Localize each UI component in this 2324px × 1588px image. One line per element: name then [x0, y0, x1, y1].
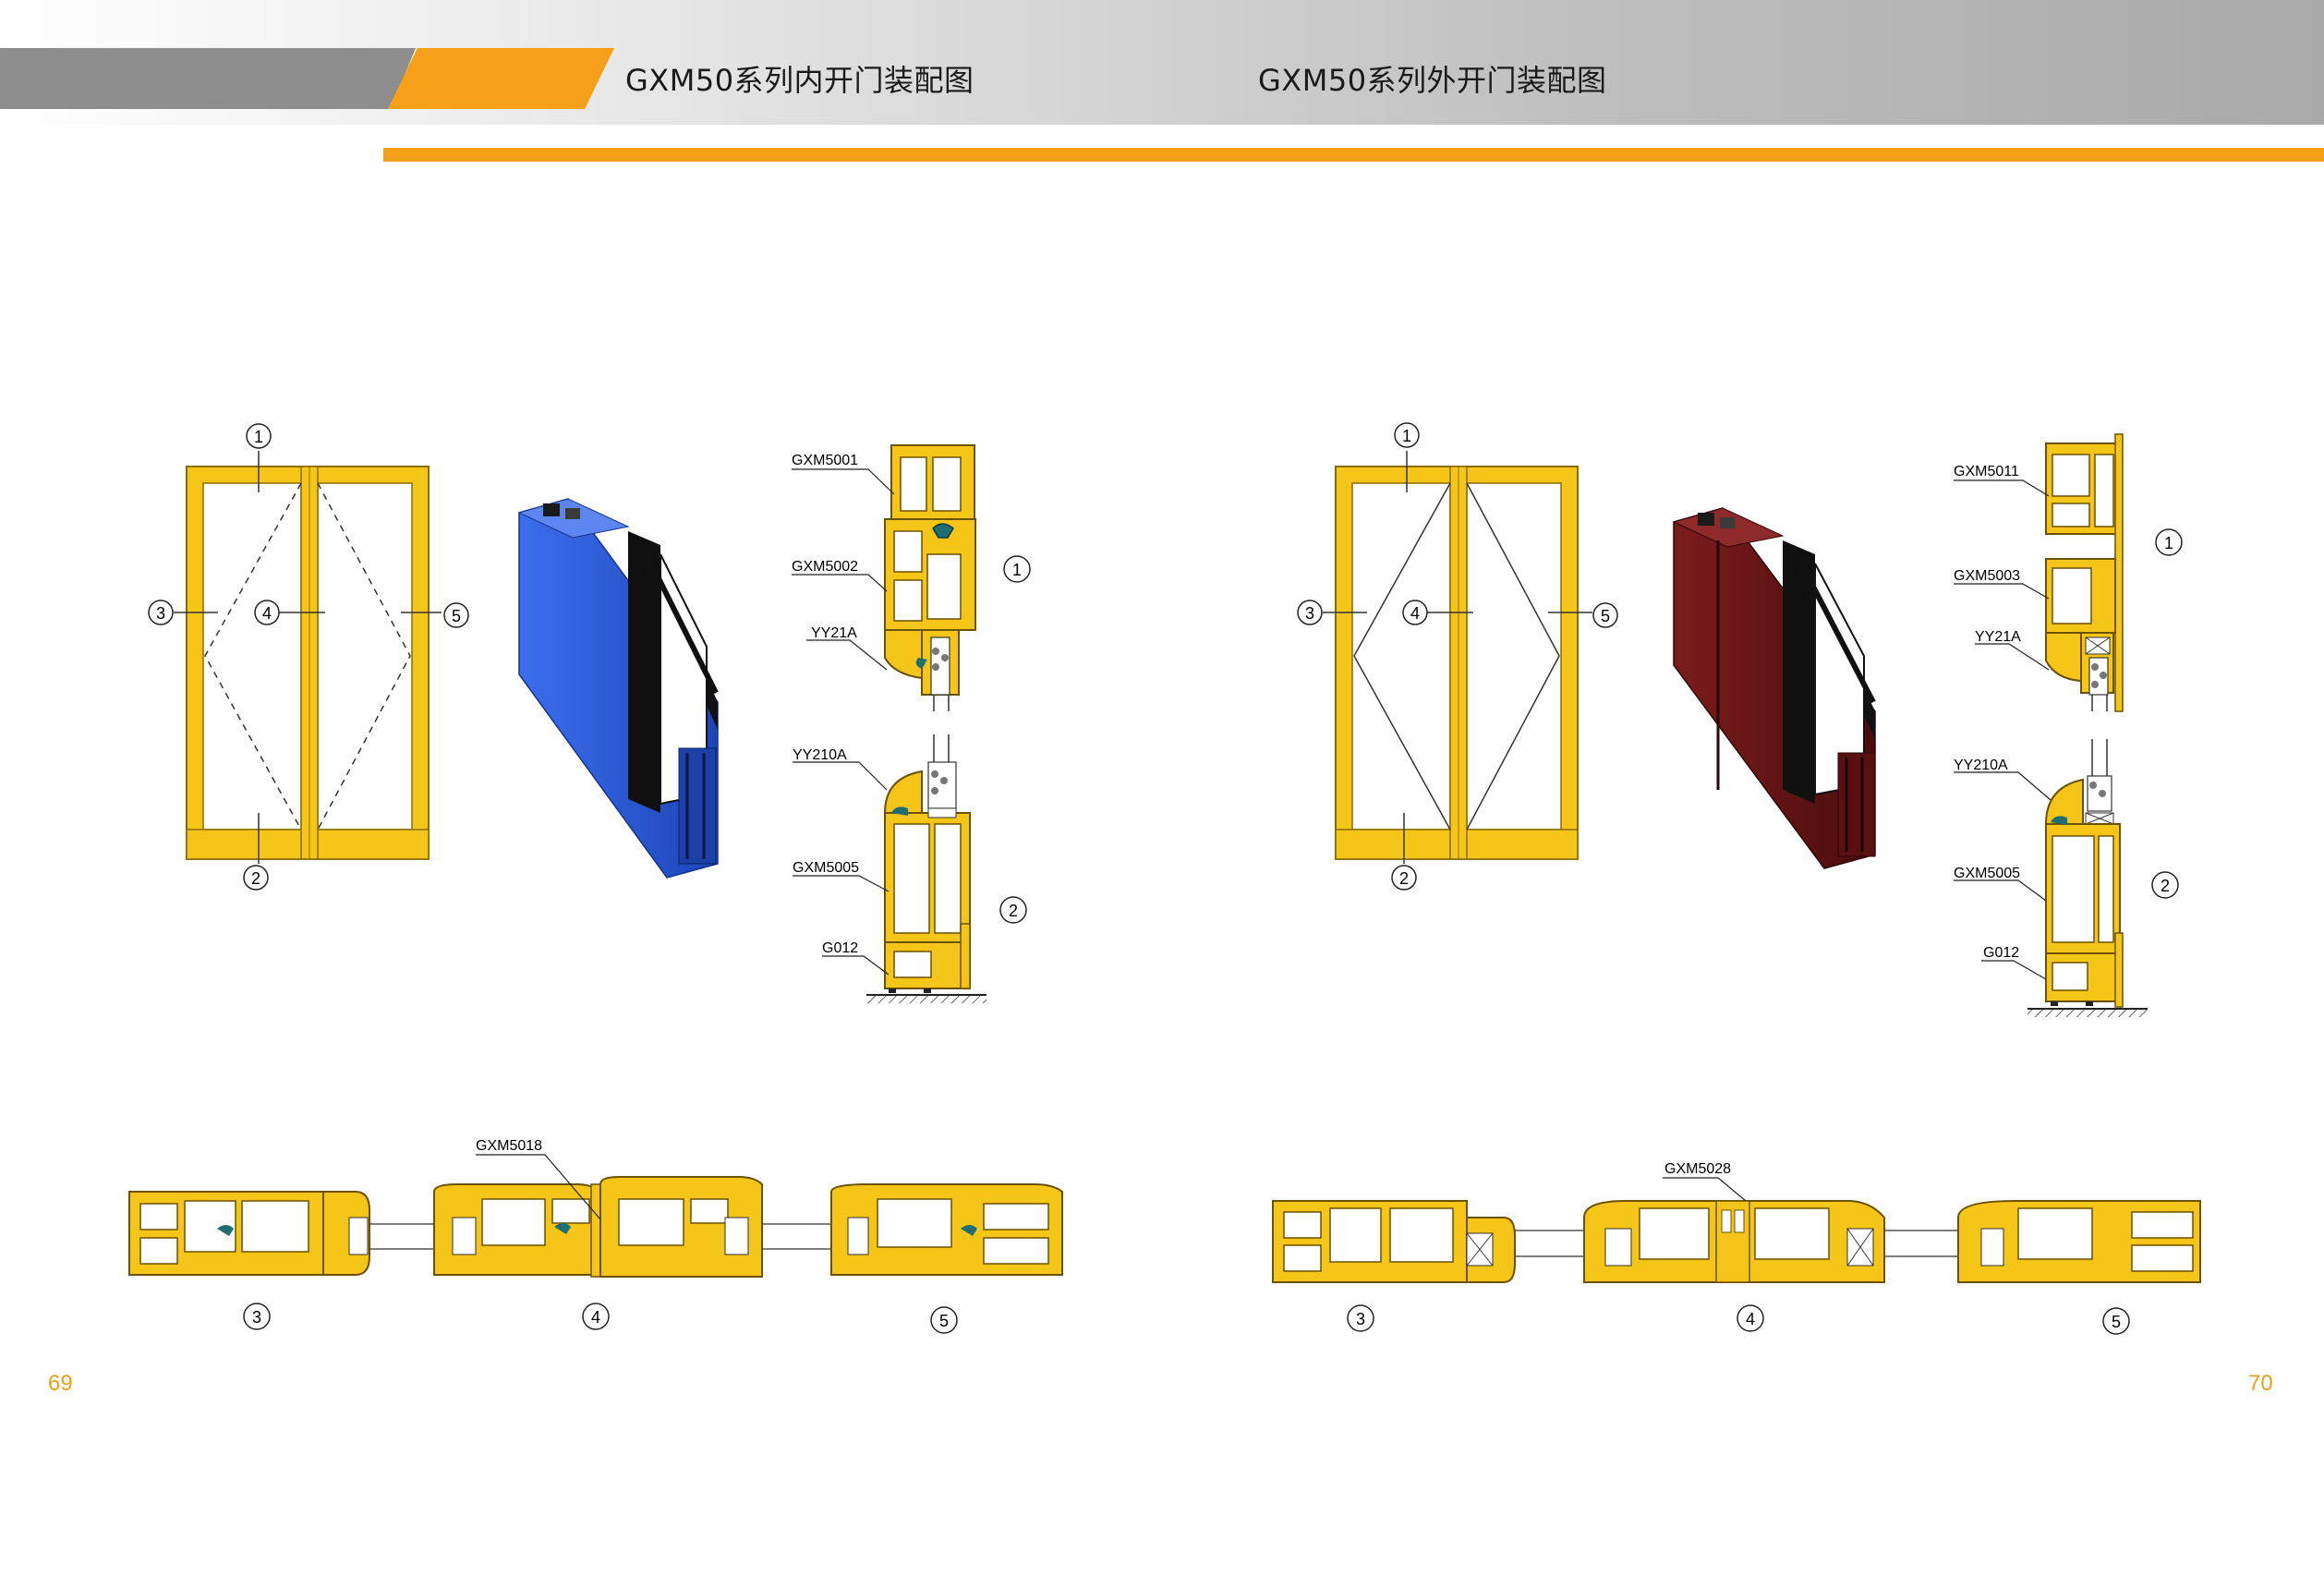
- label-yy21a-left: YY21A: [811, 625, 857, 641]
- svg-text:2: 2: [1009, 902, 1018, 920]
- label-gxm5018: GXM5018: [476, 1138, 542, 1154]
- right-elevation-callout-5: 5: [1592, 602, 1618, 628]
- right-horizontal-callout-4: 4: [1737, 1304, 1764, 1332]
- left-elevation-callout-2: 2: [243, 865, 269, 891]
- label-yy210a-right: YY210A: [1954, 758, 2008, 773]
- right-door-elevation: [1323, 451, 1592, 864]
- svg-text:3: 3: [252, 1308, 261, 1327]
- label-g012-left: G012: [822, 940, 858, 956]
- svg-text:5: 5: [939, 1312, 949, 1330]
- right-horizontal-callout-5: 5: [2102, 1307, 2130, 1335]
- svg-text:3: 3: [1356, 1310, 1365, 1328]
- right-elevation-callout-3: 3: [1297, 600, 1323, 625]
- right-profile-3d-render: [1672, 507, 1876, 869]
- header-orange-rule: [383, 148, 2324, 162]
- label-gxm5005-right: GXM5005: [1954, 866, 2020, 881]
- left-horizontal-section: [128, 1176, 1063, 1278]
- left-door-elevation: [174, 451, 442, 864]
- svg-text:2: 2: [251, 869, 260, 888]
- page-number-left: 69: [48, 1371, 73, 1396]
- svg-text:3: 3: [156, 604, 165, 623]
- label-gxm5028: GXM5028: [1664, 1161, 1731, 1177]
- svg-text:1: 1: [254, 428, 263, 446]
- label-yy210a-left: YY210A: [793, 747, 847, 763]
- label-yy21a-right: YY21A: [1975, 629, 2021, 645]
- label-gxm5005-left: GXM5005: [793, 860, 859, 876]
- left-elevation-callout-1: 1: [246, 423, 272, 449]
- svg-text:4: 4: [262, 604, 272, 623]
- right-section-callout-2: 2: [2151, 871, 2179, 899]
- label-gxm5002: GXM5002: [792, 559, 858, 575]
- right-horizontal-section: [1272, 1200, 2201, 1283]
- page-title-left: GXM50系列内开门装配图: [625, 63, 974, 98]
- svg-text:5: 5: [452, 607, 461, 625]
- label-gxm5011: GXM5011: [1954, 464, 2019, 479]
- header-orange-tab: [388, 48, 614, 109]
- left-section-leader-lines: [792, 468, 895, 976]
- left-section-callout-2: 2: [999, 896, 1027, 924]
- svg-text:5: 5: [2112, 1313, 2121, 1331]
- svg-text:2: 2: [2161, 877, 2170, 895]
- leader-gxm5028: [1663, 1177, 1747, 1202]
- svg-text:4: 4: [1746, 1310, 1755, 1328]
- right-section-callout-1: 1: [2155, 528, 2183, 556]
- left-vertical-section-bottom: [866, 734, 986, 1003]
- left-section-callout-1: 1: [1003, 555, 1031, 583]
- left-elevation-callout-5: 5: [443, 602, 469, 628]
- right-horizontal-callout-3: 3: [1347, 1304, 1374, 1332]
- svg-text:4: 4: [1410, 604, 1420, 623]
- right-elevation-callout-1: 1: [1394, 422, 1420, 448]
- right-vertical-section-bottom: [2027, 739, 2148, 1017]
- left-horizontal-callout-4: 4: [582, 1303, 610, 1330]
- right-vertical-section-top: [2045, 433, 2124, 712]
- svg-text:1: 1: [1012, 561, 1022, 579]
- left-horizontal-callout-3: 3: [243, 1303, 271, 1330]
- svg-text:1: 1: [2164, 534, 2173, 552]
- svg-text:5: 5: [1601, 607, 1610, 625]
- left-vertical-section-top: [884, 444, 976, 711]
- left-elevation-callout-4: 4: [254, 600, 280, 625]
- page-title-right: GXM50系列外开门装配图: [1258, 63, 1607, 98]
- right-elevation-callout-4: 4: [1402, 600, 1428, 625]
- label-gxm5003: GXM5003: [1954, 568, 2020, 584]
- right-elevation-callout-2: 2: [1391, 865, 1417, 891]
- left-profile-3d-render: [517, 498, 719, 879]
- svg-text:1: 1: [1402, 427, 1411, 445]
- left-horizontal-callout-5: 5: [930, 1306, 958, 1334]
- svg-text:2: 2: [1399, 869, 1409, 888]
- page-number-right: 70: [2248, 1371, 2273, 1396]
- leader-gxm5018: [476, 1154, 601, 1220]
- label-gxm5001: GXM5001: [792, 453, 858, 468]
- left-elevation-callout-3: 3: [148, 600, 174, 625]
- label-g012-right: G012: [1983, 945, 2019, 961]
- svg-text:3: 3: [1305, 604, 1314, 623]
- header-grey-tab: [0, 48, 416, 109]
- svg-text:4: 4: [591, 1308, 600, 1327]
- right-section-leader-lines: [1954, 479, 2052, 980]
